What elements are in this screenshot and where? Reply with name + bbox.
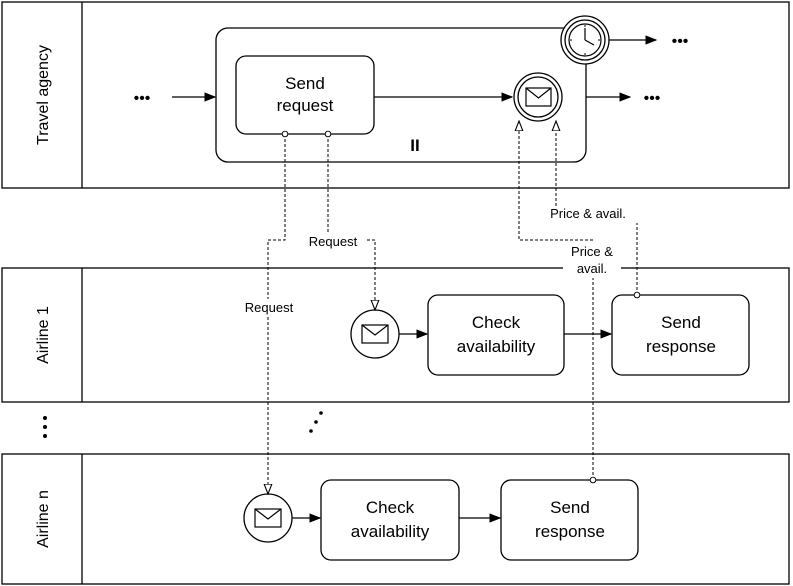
task-label-line2: response xyxy=(535,522,605,541)
task-label-line2: availability xyxy=(351,522,430,541)
diagonal-ellipsis xyxy=(309,411,323,433)
message-flow-label: Request xyxy=(309,234,358,249)
task-label-line2: response xyxy=(646,337,716,356)
task-label-line1: Send xyxy=(285,74,325,93)
message-flow-request-airline-1[interactable]: Request xyxy=(299,134,375,310)
envelope-icon xyxy=(525,87,552,107)
continuation-right-lower: ••• xyxy=(644,90,661,107)
task-label-line2: availability xyxy=(457,337,536,356)
continuation-left: ••• xyxy=(134,90,151,107)
message-flow-price-airline-n[interactable]: Price & avail. xyxy=(519,121,621,480)
task-check-availability-n[interactable]: Check availability xyxy=(320,479,460,561)
clock-icon xyxy=(568,23,602,57)
pool-label-airline-1: Airline 1 xyxy=(35,306,52,364)
message-catch-event[interactable] xyxy=(513,72,563,122)
message-flow-label: Request xyxy=(245,300,294,315)
message-start-event-airline-1[interactable] xyxy=(350,309,400,359)
task-label-line1: Check xyxy=(472,313,521,332)
message-flow-label-line1: Price & xyxy=(571,244,613,259)
message-flow-label-line2: avail. xyxy=(577,261,607,276)
task-send-response-1[interactable]: Send response xyxy=(611,294,750,376)
message-flow-request-airline-n[interactable]: Request xyxy=(237,134,301,494)
message-flow-label: Price & avail. xyxy=(550,206,626,221)
timer-boundary-event[interactable] xyxy=(560,15,610,65)
task-label-line1: Check xyxy=(366,498,415,517)
task-label-line1: Send xyxy=(661,313,701,332)
task-check-availability-1[interactable]: Check availability xyxy=(427,294,565,376)
task-label-line1: Send xyxy=(550,498,590,517)
task-send-response-n[interactable]: Send response xyxy=(500,479,639,561)
task-send-request[interactable]: Send request xyxy=(235,55,375,135)
message-start-event-airline-n[interactable] xyxy=(243,493,293,543)
envelope-icon xyxy=(254,508,282,528)
pool-label-travel-agency: Travel agency xyxy=(35,45,52,145)
vertical-ellipsis xyxy=(43,416,47,438)
task-label-line2: request xyxy=(277,96,334,115)
continuation-right-upper: ••• xyxy=(672,33,689,50)
envelope-icon xyxy=(361,324,389,344)
parallel-marker: II xyxy=(410,136,419,155)
pool-label-airline-n: Airline n xyxy=(35,490,52,548)
